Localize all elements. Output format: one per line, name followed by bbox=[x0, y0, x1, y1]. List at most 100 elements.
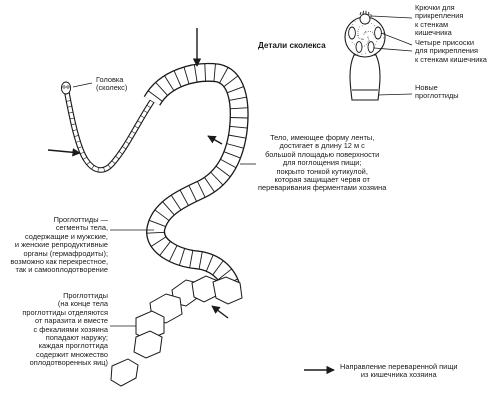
scolex-detail bbox=[344, 10, 386, 101]
neck-segment-line bbox=[118, 150, 124, 155]
texture-dot bbox=[365, 32, 367, 34]
texture-dot bbox=[357, 31, 359, 32]
texture-dot bbox=[357, 36, 359, 38]
segment-line bbox=[229, 107, 249, 110]
texture-dot bbox=[362, 38, 364, 40]
segment-line bbox=[229, 125, 248, 129]
proglottid bbox=[212, 276, 243, 305]
segment-line bbox=[203, 176, 216, 193]
texture-dot bbox=[363, 33, 365, 35]
texture-dot bbox=[367, 42, 368, 44]
label-body: Тело, имеющее форму ленты, достигает в д… bbox=[258, 133, 387, 193]
label-scolex-details: Детали сколекса bbox=[258, 41, 326, 50]
segment-line bbox=[196, 180, 206, 198]
neck-segment-line bbox=[68, 111, 74, 114]
segment-line bbox=[198, 251, 203, 270]
neck-segment-line bbox=[124, 141, 130, 145]
texture-dot bbox=[357, 33, 359, 35]
label-new-proglottids: Новые проглоттиды bbox=[415, 83, 459, 101]
texture-dot bbox=[354, 43, 356, 45]
label-proglottids-end: Проглоттиды (на конце тела проглоттиды о… bbox=[22, 291, 108, 368]
segment-line bbox=[215, 165, 231, 178]
texture-dot bbox=[354, 20, 356, 22]
texture-dot bbox=[356, 35, 358, 37]
neck-segment-line bbox=[86, 161, 91, 166]
segment-line bbox=[219, 158, 237, 169]
texture-dot bbox=[367, 36, 369, 38]
segment-line bbox=[210, 171, 224, 186]
texture-dot bbox=[366, 31, 368, 33]
texture-dot bbox=[368, 38, 370, 40]
label-proglottids-mid: Проглоттиды — сегменты тела, содержащие … bbox=[10, 215, 108, 275]
food-flow-arrows bbox=[47, 28, 335, 375]
texture-dot bbox=[358, 28, 359, 30]
texture-dot bbox=[368, 40, 370, 41]
texture-dot bbox=[362, 39, 364, 40]
neck-segment-line bbox=[77, 146, 83, 149]
segment-line bbox=[205, 254, 214, 272]
scolex-detail-neck bbox=[349, 54, 381, 101]
texture-dot bbox=[359, 26, 361, 28]
texture-dot bbox=[370, 22, 372, 24]
segment-line bbox=[212, 260, 224, 276]
texture-dot bbox=[361, 53, 363, 55]
segment-line bbox=[204, 63, 207, 82]
scolex-sucker bbox=[62, 85, 66, 89]
leader-new-proglottids bbox=[377, 93, 413, 96]
texture-dot bbox=[364, 32, 365, 34]
texture-dot bbox=[382, 32, 384, 34]
texture-dot bbox=[368, 30, 370, 32]
texture-dot bbox=[352, 24, 354, 26]
neck-segment-line bbox=[70, 123, 77, 126]
neck-segment-line bbox=[111, 160, 116, 165]
texture-dot bbox=[367, 37, 369, 39]
texture-dot bbox=[365, 52, 367, 54]
segment-line bbox=[213, 63, 216, 82]
proglottid bbox=[110, 358, 139, 387]
neck-segment-line bbox=[137, 120, 142, 124]
segment-line bbox=[168, 244, 178, 262]
texture-dot bbox=[365, 44, 367, 46]
neck-segment-line bbox=[146, 104, 152, 109]
scolex-head-shape bbox=[60, 81, 72, 95]
worm-neck-fill bbox=[65, 91, 157, 172]
leader-head bbox=[72, 82, 93, 88]
worm-strobila-fill bbox=[144, 64, 248, 293]
neck-segment-line bbox=[91, 165, 95, 170]
leader-hooks bbox=[370, 15, 413, 19]
label-hooks: Крючки для прикрепления к стенкам кишечн… bbox=[415, 3, 464, 38]
segment-line bbox=[154, 209, 170, 222]
texture-dot bbox=[360, 38, 362, 40]
segment-line bbox=[217, 268, 233, 281]
scolex bbox=[60, 81, 72, 95]
arrow-icon bbox=[211, 305, 229, 319]
sucker bbox=[367, 41, 375, 53]
segment-line bbox=[173, 70, 182, 88]
texture-dot bbox=[367, 40, 369, 42]
neck-segment-line bbox=[121, 146, 127, 150]
texture-dot bbox=[359, 37, 361, 39]
neck-segment-line bbox=[75, 140, 81, 143]
texture-dot bbox=[373, 33, 375, 35]
segment-line bbox=[219, 66, 229, 84]
texture-dot bbox=[362, 25, 364, 27]
neck-segment-line bbox=[103, 166, 106, 172]
segment-line bbox=[193, 64, 198, 83]
segment-line bbox=[188, 184, 198, 202]
detached-proglottids bbox=[110, 275, 243, 387]
neck-segment-line bbox=[115, 155, 120, 160]
texture-dot bbox=[372, 31, 374, 33]
neck-segment-line bbox=[131, 130, 136, 134]
texture-dot bbox=[383, 37, 385, 39]
segment-line bbox=[146, 231, 165, 234]
neck-segment-line bbox=[69, 117, 75, 120]
neck-segment-line bbox=[72, 129, 78, 132]
segment-line bbox=[223, 151, 241, 159]
segment-line bbox=[178, 247, 186, 266]
neck-segment-line bbox=[73, 135, 79, 137]
segment-line bbox=[223, 75, 239, 88]
neck-segment-line bbox=[143, 109, 148, 114]
segment-line bbox=[228, 96, 248, 101]
segment-boundaries bbox=[65, 63, 249, 287]
tapeworm-body bbox=[64, 62, 249, 293]
